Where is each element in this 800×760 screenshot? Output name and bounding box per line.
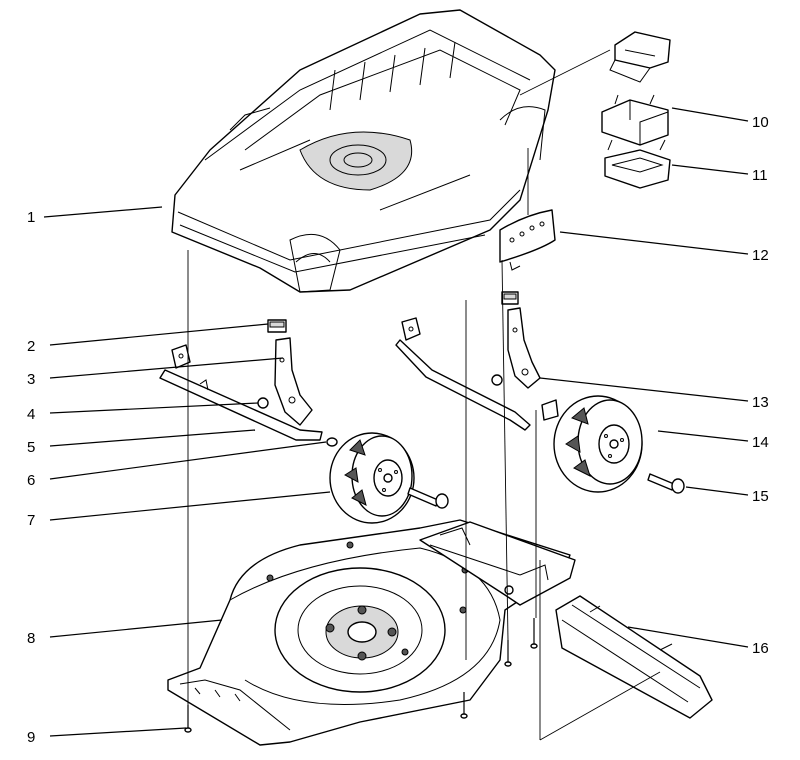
leader-lines (43, 107, 749, 737)
callout-3: 3 (27, 371, 35, 388)
screw-deck-3 (530, 618, 538, 649)
callout-12: 12 (752, 247, 769, 264)
switch-cover-part (609, 31, 671, 83)
wheel-right (553, 395, 643, 493)
rear-channel-part (555, 595, 713, 719)
callout-15: 15 (752, 488, 769, 505)
wheel-left (329, 432, 415, 524)
bolt-left (407, 487, 449, 509)
axle-right (395, 317, 559, 431)
height-lever-bracket-right (507, 307, 541, 389)
nut-left (257, 397, 269, 409)
screw-deck-2 (504, 640, 512, 667)
alignment-lines (187, 49, 661, 741)
callout-5: 5 (27, 439, 35, 456)
height-lever-handle-left (267, 319, 287, 333)
callout-4: 4 (27, 406, 35, 423)
callout-13: 13 (752, 394, 769, 411)
callout-14: 14 (752, 434, 769, 451)
deck-part (167, 519, 576, 746)
height-lever-bracket-left (274, 337, 313, 426)
callout-11: 11 (752, 167, 768, 184)
callout-1: 1 (27, 209, 35, 226)
callout-8: 8 (27, 630, 35, 647)
callout-2: 2 (27, 338, 35, 355)
callout-6: 6 (27, 472, 35, 489)
axle-left (159, 344, 323, 441)
callout-9: 9 (27, 729, 35, 746)
switch-housing-part (604, 139, 671, 189)
callout-labels: 1 2 3 4 5 6 7 8 9 10 11 12 13 14 15 16 (27, 114, 769, 746)
callout-16: 16 (752, 640, 769, 657)
callout-7: 7 (27, 512, 35, 529)
switch-part (601, 94, 669, 146)
callout-10: 10 (752, 114, 769, 131)
washer-left (326, 437, 338, 447)
screw-9 (184, 705, 192, 733)
nut-right (491, 374, 503, 386)
height-plate-part (499, 209, 556, 271)
screw-deck-1 (460, 692, 468, 719)
bolt-right (647, 473, 685, 494)
height-lever-handle-right (501, 291, 519, 305)
upper-housing-part (171, 9, 556, 293)
